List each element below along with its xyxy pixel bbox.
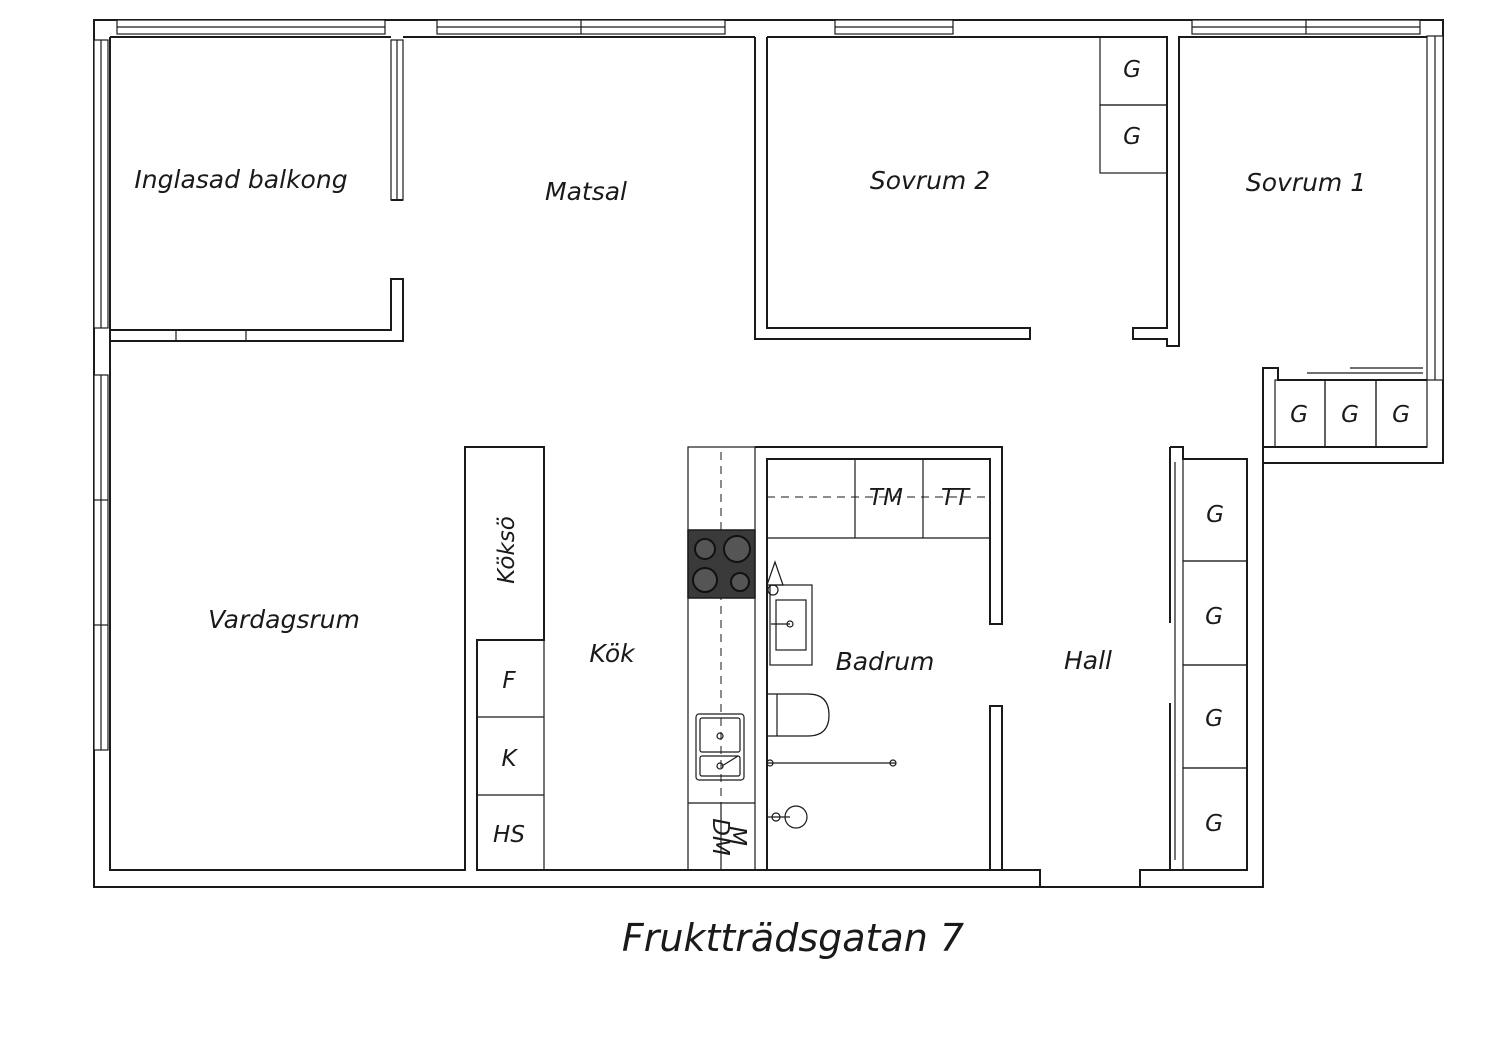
wardrobe-label: G bbox=[1341, 402, 1359, 428]
wardrobe-label: G bbox=[1205, 604, 1223, 630]
windows bbox=[93, 19, 1444, 751]
fixture-label-tt: TT bbox=[941, 485, 971, 511]
fixture-label-dm: DM bbox=[707, 818, 733, 856]
fixture-label-m: M bbox=[724, 826, 750, 846]
wardrobe-label: G bbox=[1206, 502, 1224, 528]
fixture-label-hs: HS bbox=[493, 822, 525, 848]
fixture-label-kokso: Köksö bbox=[494, 516, 520, 584]
room-label-hall: Hall bbox=[1064, 646, 1112, 675]
room-label-sovrum1: Sovrum 1 bbox=[1246, 168, 1366, 197]
room-label-kok: Kök bbox=[589, 639, 636, 668]
outer-walls bbox=[93, 19, 1444, 888]
wardrobe-label: G bbox=[1290, 402, 1308, 428]
room-label-matsal: Matsal bbox=[545, 177, 627, 206]
fixture-label-k: K bbox=[501, 746, 518, 772]
wardrobe-label: G bbox=[1392, 402, 1410, 428]
wardrobe-label: G bbox=[1205, 706, 1223, 732]
wardrobe-label: G bbox=[1123, 124, 1141, 150]
interior-walls bbox=[110, 36, 1428, 871]
room-label-badrum: Badrum bbox=[836, 647, 935, 676]
wardrobe-label: G bbox=[1123, 57, 1141, 83]
wardrobe-label: G bbox=[1205, 811, 1223, 837]
fixture-label-f: F bbox=[502, 668, 516, 694]
room-label-vardagsrum: Vardagsrum bbox=[208, 605, 360, 634]
fixture-label-tm: TM bbox=[869, 485, 903, 511]
room-label-balkong: Inglasad balkong bbox=[134, 165, 347, 194]
room-label-sovrum2: Sovrum 2 bbox=[870, 166, 990, 195]
plan-title: Fruktträdsgatan 7 bbox=[622, 916, 964, 960]
